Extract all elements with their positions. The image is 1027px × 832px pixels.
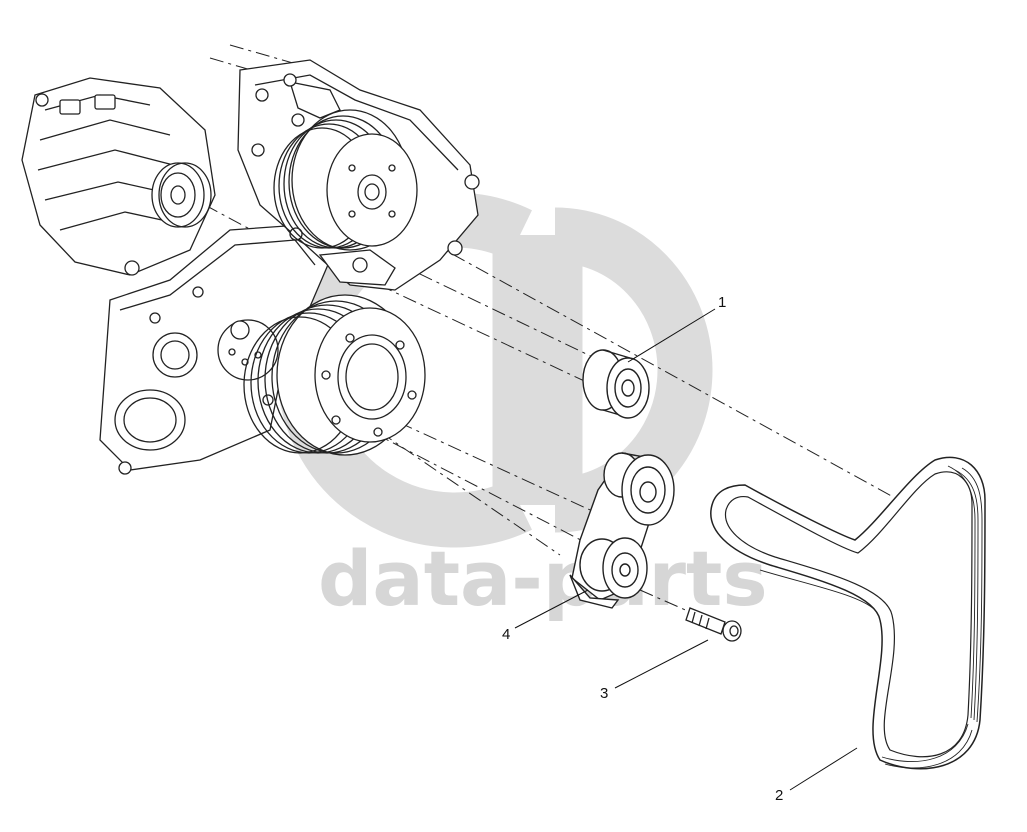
callout-leader-2 (789, 747, 858, 791)
poly-v-belt (710, 456, 986, 770)
crankshaft-pulley (243, 294, 426, 456)
watermark-text: data-parts (318, 534, 768, 623)
callout-leader-3 (614, 639, 709, 689)
alternator (21, 77, 216, 276)
callout-3: 3 (600, 685, 608, 702)
callout-leader-1 (627, 308, 716, 363)
timing-cover (99, 224, 331, 475)
engine-front-assembly (21, 59, 480, 475)
callout-2: 2 (775, 787, 783, 804)
callout-4: 4 (502, 626, 510, 643)
tensioner-bolt (685, 607, 742, 642)
water-pump-pulley (273, 109, 418, 251)
callout-1: 1 (718, 294, 726, 311)
callout-leader-4 (514, 589, 589, 629)
callouts (514, 308, 858, 791)
idler-pulley (582, 348, 650, 419)
belt-tensioner (569, 452, 675, 609)
